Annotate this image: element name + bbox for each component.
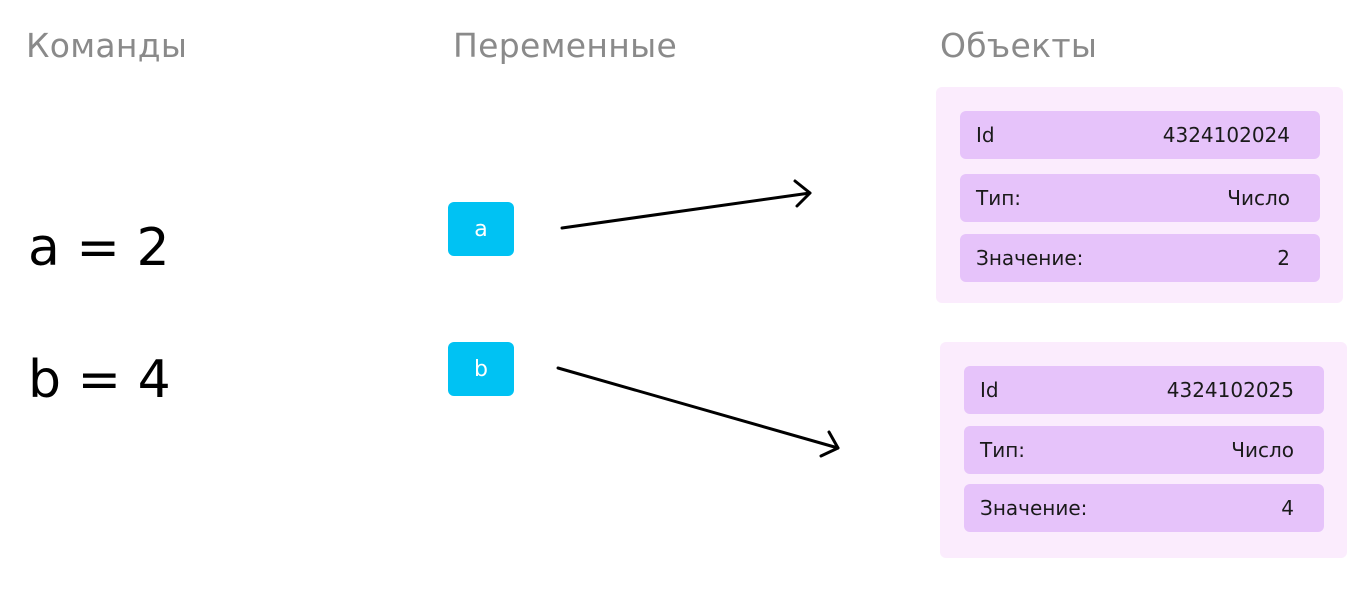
header-commands: Команды: [26, 26, 188, 65]
object-2-id-label: Id: [980, 378, 999, 402]
object-1-value-label: Значение:: [976, 246, 1084, 270]
command-b: b = 4: [28, 350, 171, 410]
object-2-type-value: Число: [1231, 438, 1294, 462]
object-2-id-row: Id 4324102025: [964, 366, 1324, 414]
object-1-type-label: Тип:: [976, 186, 1022, 210]
object-card-2: Id 4324102025 Тип: Число Значение: 4: [940, 342, 1347, 558]
variable-b-box: b: [448, 342, 514, 396]
object-2-value-label: Значение:: [980, 496, 1088, 520]
object-2-type-row: Тип: Число: [964, 426, 1324, 474]
object-1-value-row: Значение: 2: [960, 234, 1320, 282]
command-a: a = 2: [28, 218, 170, 278]
object-1-id-value: 4324102024: [1162, 123, 1290, 147]
object-1-type-value: Число: [1227, 186, 1290, 210]
object-2-value-row: Значение: 4: [964, 484, 1324, 532]
object-2-type-label: Тип:: [980, 438, 1026, 462]
variable-a-box: a: [448, 202, 514, 256]
object-1-id-label: Id: [976, 123, 995, 147]
object-2-id-value: 4324102025: [1166, 378, 1294, 402]
header-objects: Объекты: [940, 26, 1098, 65]
arrow-b-to-object-2: [556, 366, 840, 458]
arrow-a-to-object-1: [560, 179, 812, 230]
object-card-1: Id 4324102024 Тип: Число Значение: 2: [936, 87, 1343, 303]
object-2-value-value: 4: [1281, 496, 1294, 520]
object-1-type-row: Тип: Число: [960, 174, 1320, 222]
variable-b-label: b: [474, 356, 488, 382]
variable-a-label: a: [474, 216, 488, 242]
header-variables: Переменные: [453, 26, 678, 65]
object-1-id-row: Id 4324102024: [960, 111, 1320, 159]
object-1-value-value: 2: [1277, 246, 1290, 270]
